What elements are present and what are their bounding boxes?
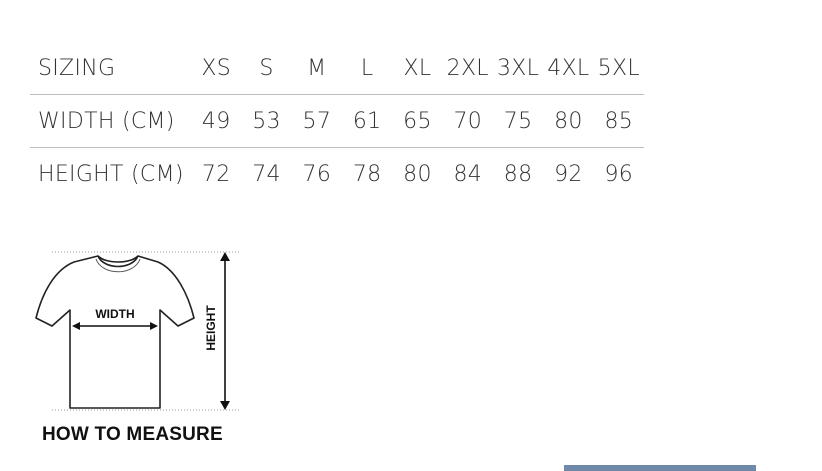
width-cell: 85 [593, 94, 644, 148]
width-cell: 75 [492, 94, 544, 148]
height-cell: 78 [352, 161, 382, 187]
sizing-header-row: SIZING XS S M L XL 2XL 3XL 4XL 5XL [30, 42, 644, 95]
size-cell: XS [191, 42, 242, 95]
height-cell: 72 [201, 161, 231, 187]
sizing-label: SIZING [30, 42, 192, 95]
width-row: WIDTH (CM) 49 53 57 61 65 70 75 80 85 [30, 94, 644, 148]
size-cell: 5XL [593, 42, 644, 95]
bottom-bar [564, 465, 756, 471]
height-cell: 92 [554, 161, 583, 187]
size-cell: 4XL [543, 42, 594, 95]
width-label: WIDTH (CM) [30, 94, 192, 148]
height-cell: 80 [403, 161, 432, 187]
width-cell: 53 [241, 94, 292, 148]
height-cell: 76 [302, 161, 332, 187]
size-cell: S [241, 42, 292, 95]
how-to-measure-caption: HOW TO MEASURE [42, 424, 223, 445]
height-cell: 84 [453, 161, 483, 187]
height-cell: 74 [252, 161, 281, 187]
width-cell: 49 [191, 94, 242, 148]
width-cell: 80 [543, 94, 594, 148]
height-cell: 88 [503, 161, 533, 187]
width-cell: 57 [291, 94, 342, 148]
width-cell: 70 [442, 94, 493, 148]
width-cell: 61 [341, 94, 393, 148]
height-cell: 96 [604, 161, 634, 187]
height-measure-label: HEIGHT [204, 305, 218, 351]
height-row: HEIGHT (CM) 72 74 76 78 80 84 88 92 96 [30, 148, 644, 201]
t-shirt-icon: WIDTH HEIGHT [35, 251, 240, 411]
size-cell: L [341, 42, 393, 95]
width-cell: 65 [392, 94, 443, 148]
size-chart-table: SIZING XS S M L XL 2XL 3XL 4XL 5XL WIDTH… [30, 42, 644, 200]
size-cell: XL [392, 42, 443, 95]
measurement-diagram: WIDTH HEIGHT [30, 248, 242, 418]
width-measure-label: WIDTH [95, 307, 134, 321]
size-cell: M [291, 42, 342, 95]
size-cell: 2XL [442, 42, 493, 95]
size-cell: 3XL [492, 42, 544, 95]
height-label: HEIGHT (CM) [38, 161, 184, 187]
